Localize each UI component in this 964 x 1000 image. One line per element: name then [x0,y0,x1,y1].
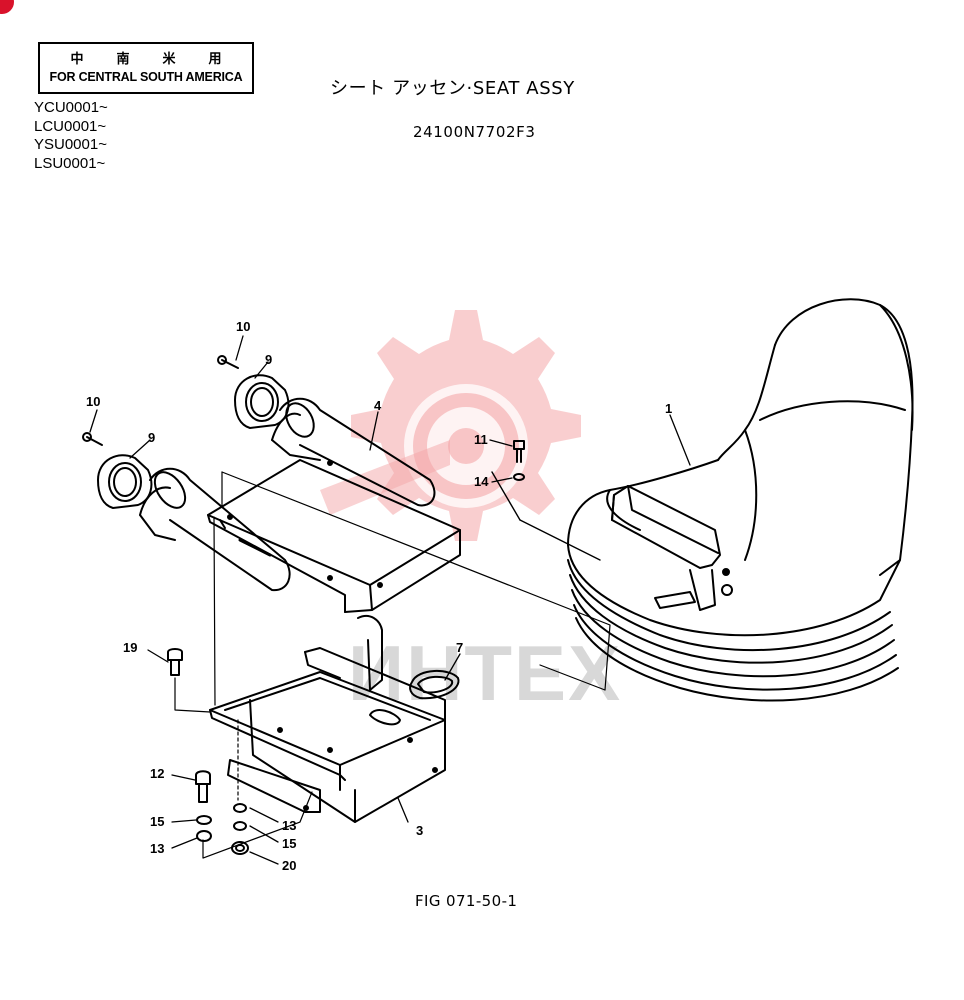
assembly-title: シート アッセン·SEAT ASSY [330,78,575,99]
region-jp-char: 用 [208,52,222,67]
callout-15: 15 [282,836,296,851]
region-japanese: 中 南 米 用 [40,48,252,68]
serial-item: YSU0001~ [34,136,107,153]
callout-3: 3 [416,823,423,838]
callout-14: 14 [474,474,489,489]
washer-15b [233,821,247,831]
slide-rail-rear [271,397,436,507]
callout-9: 9 [265,352,272,367]
washer-14 [513,473,525,481]
end-cap-front [97,454,153,509]
bolt-11 [513,440,525,463]
callout-7: 7 [456,640,463,655]
callout-12: 12 [150,766,164,781]
callout-13: 13 [282,818,296,833]
seat-assembly [567,298,914,702]
region-jp-char: 南 [116,52,130,67]
callout-11: 11 [474,432,488,447]
region-jp-char: 米 [162,52,176,67]
lower-frame [209,647,446,823]
region-jp-char: 中 [70,52,84,67]
callout-13: 13 [150,841,164,856]
washer-13a [196,830,212,842]
rubber-ring-7 [409,670,460,700]
bolt-front [82,432,103,446]
callout-10: 10 [236,319,250,334]
region-box: 中 南 米 用 FOR CENTRAL SOUTH AMERICA [38,42,254,94]
bolt-rear [217,355,239,369]
serial-item: YCU0001~ [34,99,108,116]
serial-item: LSU0001~ [34,154,106,172]
callout-19: 19 [123,640,137,655]
serial-list: YCU0001~ LCU0001~ YSU0001~ LSU0001~ [34,99,108,173]
end-cap-rear [234,374,290,429]
nut-20 [231,841,249,855]
region-english: FOR CENTRAL SOUTH AMERICA [49,70,243,84]
callout-9: 9 [148,430,155,445]
callout-20: 20 [282,858,296,873]
slide-rail-front [139,467,291,592]
bolt-12 [195,770,211,803]
watermark-gear-icon [320,310,581,541]
washer-15a [196,815,212,825]
watermark-text: ИНТЕХ [348,629,623,717]
release-lever [357,614,383,691]
callout-leaders [89,335,691,865]
washer-13b [233,803,247,813]
bolt-19 [167,648,211,713]
serial-item: LCU0001~ [34,117,107,135]
part-number: 24100N7702F3 [413,123,536,141]
callout-4: 4 [374,398,382,413]
upper-bracket [207,459,611,691]
figure-label: FIG 071-50-1 [415,892,518,910]
callout-15: 15 [150,814,164,829]
callout-10: 10 [86,394,100,409]
callout-1: 1 [665,401,672,416]
